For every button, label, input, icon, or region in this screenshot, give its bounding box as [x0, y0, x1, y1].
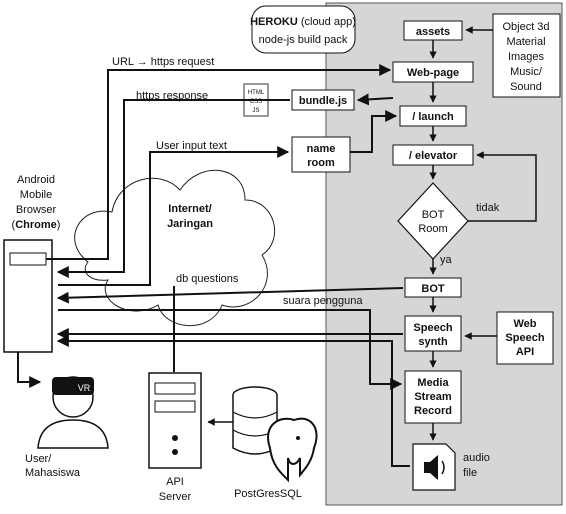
internet-label: Jaringan	[167, 218, 213, 230]
browser-label-line: Mobile	[20, 189, 52, 201]
edge-device-user	[17, 352, 42, 388]
elevator-label: / elevator	[409, 150, 458, 162]
audio-file-icon	[412, 443, 456, 491]
web-speech-api-box: Web Speech API	[496, 311, 554, 365]
decision-no-label: tidak	[476, 202, 500, 214]
heroku-title: HEROKU (cloud app)	[250, 16, 356, 28]
bundle-label: bundle.js	[299, 95, 347, 107]
web-speech-line: API	[516, 346, 534, 358]
edge-bot-device	[56, 287, 404, 304]
audio-file-label: file	[463, 467, 477, 479]
decision-yes-label: ya	[440, 254, 453, 266]
heroku-title-rest: (cloud app)	[298, 16, 356, 28]
flow-decision-no	[468, 151, 537, 222]
web-speech-line: Web	[513, 318, 536, 330]
assets-label: assets	[416, 26, 450, 38]
speech-synth-line: synth	[418, 336, 448, 348]
browser-label-bold: Chrome	[15, 219, 57, 231]
api-server-icon	[148, 372, 202, 469]
decision-line: Room	[418, 223, 447, 235]
internet-cloud	[74, 169, 276, 327]
heroku-subtitle: node-js build pack	[259, 34, 348, 46]
launch-label: / launch	[412, 111, 454, 123]
resources-box: Object 3d Material Images Music/ Sound	[492, 13, 561, 98]
edge-label-url: URL → https request	[112, 56, 214, 68]
api-server-label: Server	[159, 491, 192, 503]
media-stream-line: Media	[417, 377, 449, 389]
elevator-box: / elevator	[392, 144, 474, 166]
audio-file-label: audio	[463, 452, 490, 464]
bundle-icon-text: JS	[252, 108, 259, 114]
decision-line: BOT	[422, 209, 445, 221]
speech-synth-line: Speech	[413, 322, 452, 334]
android-device	[3, 239, 53, 353]
web-speech-line: Speech	[505, 332, 544, 344]
name-room-line: room	[307, 157, 335, 169]
edge-label-db: db questions	[176, 273, 239, 285]
browser-label-bold-line: (Chrome)	[12, 219, 61, 231]
edge-label-user-input: User input text	[156, 140, 227, 152]
bot-label: BOT	[421, 283, 445, 295]
resources-line: Images	[508, 51, 545, 63]
name-room-line: name	[307, 143, 336, 155]
vr-label: VR	[78, 383, 91, 393]
api-server-label: API	[166, 476, 184, 488]
webpage-box: Web-page	[392, 61, 474, 83]
launch-box: / launch	[399, 105, 467, 127]
edge-audio-device	[56, 335, 410, 467]
user-label: User/	[25, 453, 52, 465]
resources-line: Object 3d	[502, 21, 549, 33]
internet-label: Internet/	[168, 203, 211, 215]
user-avatar: VR	[37, 376, 109, 449]
resources-line: Sound	[510, 81, 542, 93]
bot-box: BOT	[404, 277, 462, 298]
webpage-label: Web-page	[407, 67, 459, 79]
edge-user-input	[58, 146, 290, 286]
browser-label-line: Browser	[16, 204, 57, 216]
edge-https-response	[56, 99, 290, 278]
edge-label-suara: suara pengguna	[283, 295, 363, 307]
bundle-icon-text: CSS	[250, 99, 262, 105]
edge-url-request	[46, 64, 392, 260]
heroku-box: HEROKU (cloud app) node-js build pack	[250, 5, 356, 54]
edge-nameroom-launch	[350, 110, 398, 153]
edge-suara	[58, 309, 403, 390]
speech-synth-box: Speech synth	[404, 315, 462, 352]
bundle-icon-text: HTML	[248, 90, 265, 96]
postgres-elephant-icon	[267, 417, 318, 483]
media-stream-line: Record	[414, 405, 452, 417]
bundle-box: bundle.js	[291, 89, 355, 111]
name-room-box: name room	[291, 136, 351, 173]
server-flow	[207, 26, 537, 441]
browser-label-line: Android	[17, 174, 55, 186]
assets-box: assets	[403, 20, 463, 41]
media-stream-box: Media Stream Record	[404, 370, 462, 424]
resources-line: Material	[506, 36, 545, 48]
media-stream-line: Stream	[414, 391, 452, 403]
postgres-label: PostGresSQL	[234, 488, 302, 500]
heroku-title-bold: HEROKU	[250, 16, 298, 28]
connectors	[17, 64, 410, 467]
resources-line: Music/	[510, 66, 543, 78]
user-label: Mahasiswa	[25, 467, 81, 479]
edge-webpage-bundle	[356, 93, 394, 106]
